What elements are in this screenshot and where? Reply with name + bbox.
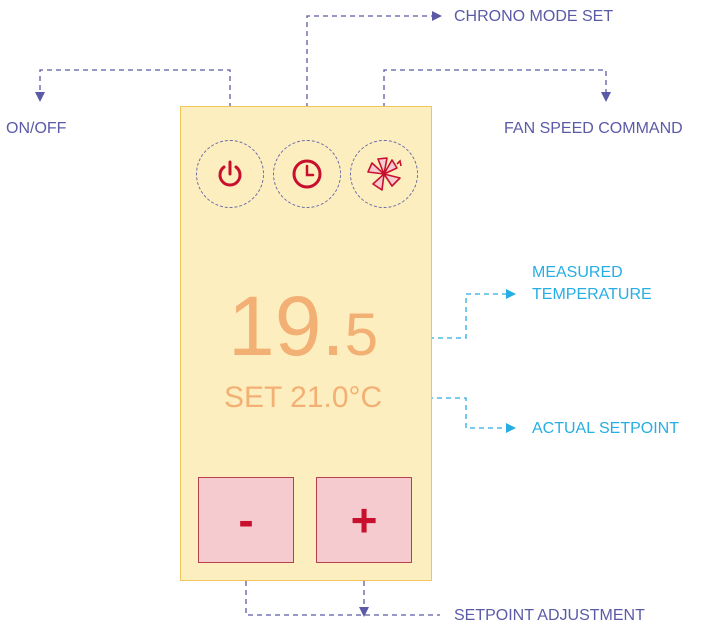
measured-temperature-display: 19.5 xyxy=(228,278,378,374)
leader-setpoint xyxy=(410,397,516,433)
leader-adjust xyxy=(245,563,440,615)
decrease-setpoint-button[interactable]: - xyxy=(198,477,294,563)
clock-icon xyxy=(292,159,322,189)
chrono-button[interactable] xyxy=(273,140,341,208)
temperature-decimal: 5 xyxy=(344,301,379,368)
leader-chrono xyxy=(306,11,442,135)
fan-icon xyxy=(367,157,402,191)
power-icon xyxy=(218,160,242,187)
callout-measured-line2: TEMPERATURE xyxy=(532,286,652,303)
leader-onoff xyxy=(35,69,231,135)
callout-setpoint-adjustment: SETPOINT ADJUSTMENT xyxy=(454,607,645,624)
setpoint-display: SET 21.0°C xyxy=(224,381,383,414)
temperature-integer: 19. xyxy=(228,279,345,373)
increase-setpoint-button[interactable]: + xyxy=(316,477,412,563)
fan-speed-button[interactable] xyxy=(350,140,418,208)
leader-fan xyxy=(383,69,611,135)
callout-fan-speed: FAN SPEED COMMAND xyxy=(504,120,683,137)
callout-measured-line1: MEASURED xyxy=(532,264,623,281)
onoff-button[interactable] xyxy=(196,140,264,208)
leader-measured xyxy=(420,289,516,339)
callout-onoff: ON/OFF xyxy=(6,120,67,137)
callout-actual-setpoint: ACTUAL SETPOINT xyxy=(532,420,679,437)
callout-chrono-mode: CHRONO MODE SET xyxy=(454,8,614,25)
